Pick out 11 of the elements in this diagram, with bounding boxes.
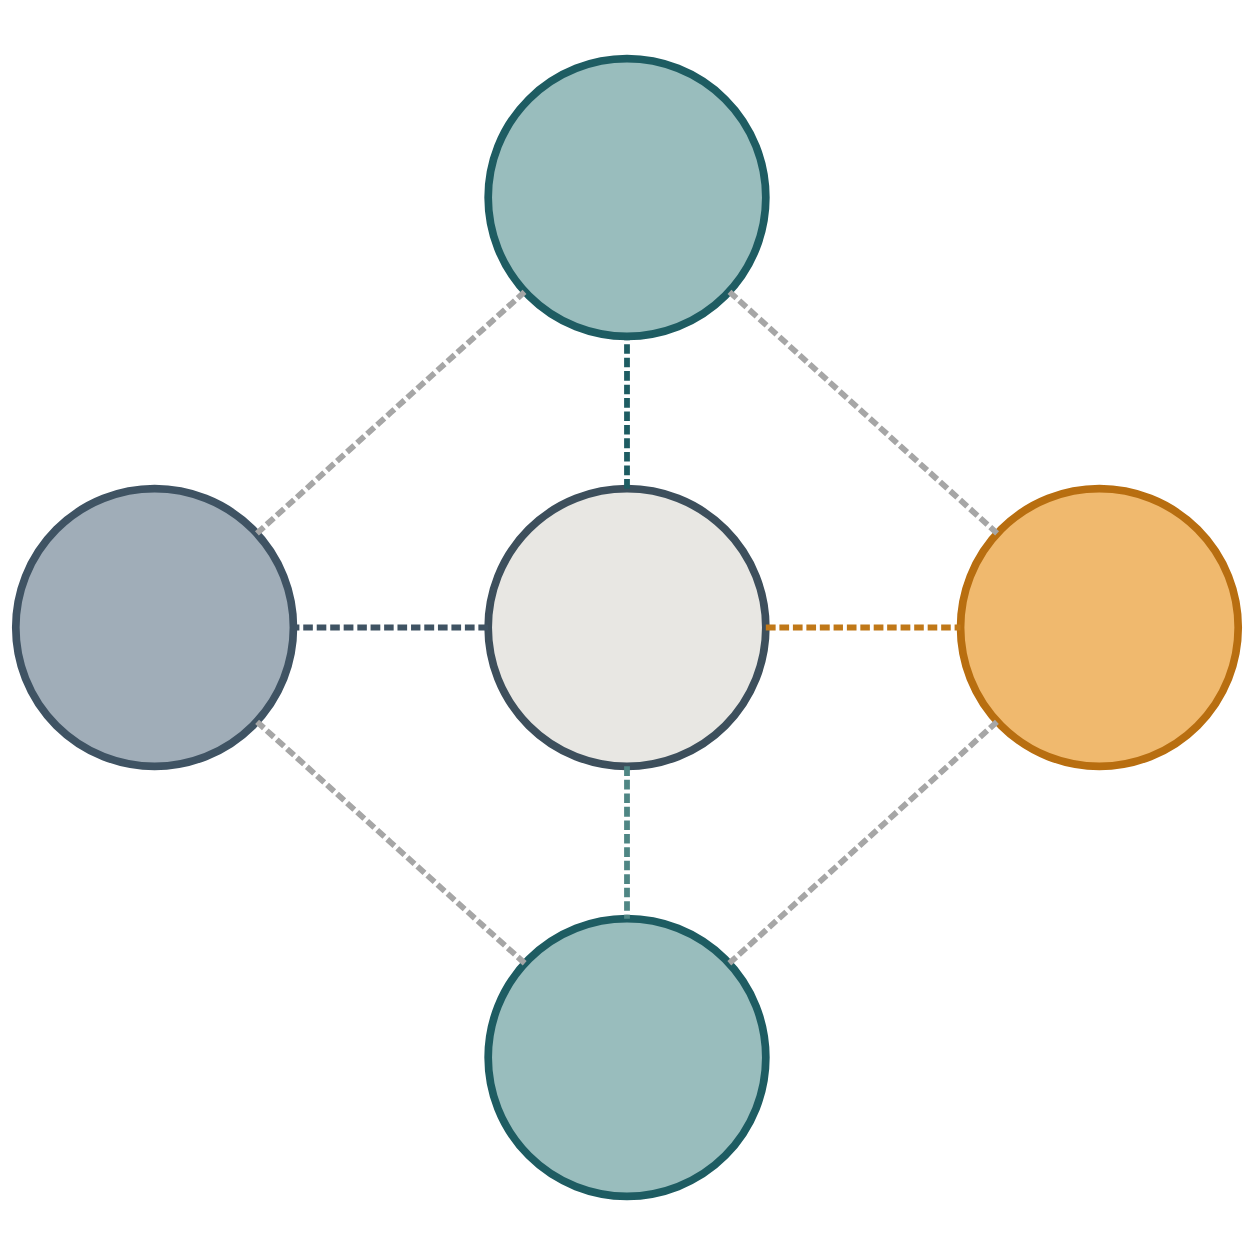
node-circle: [484, 54, 770, 340]
connector: [255, 289, 527, 535]
node-circle: [956, 484, 1243, 770]
connector: [255, 719, 527, 965]
connector: [765, 624, 961, 630]
node-circle: [484, 484, 770, 770]
node-circle: [484, 914, 770, 1200]
connector: [727, 289, 999, 535]
connector: [624, 765, 630, 919]
connector: [727, 719, 999, 965]
node-circle: [11, 484, 298, 770]
